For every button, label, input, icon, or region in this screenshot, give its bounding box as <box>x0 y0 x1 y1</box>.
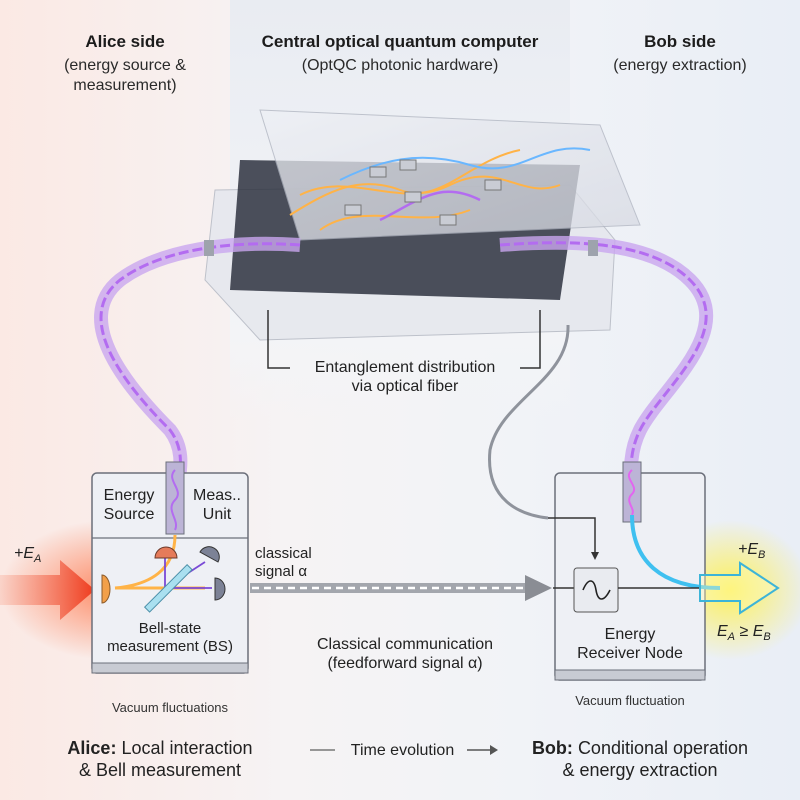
optical-quantum-chip <box>204 109 641 341</box>
classical-signal-line-1: classical <box>255 545 312 562</box>
bob-footer-line-1: Conditional operation <box>577 738 749 758</box>
bob-vacuum-label: Vacuum fluctuation <box>575 693 685 708</box>
entanglement-bracket <box>267 310 541 369</box>
bob-output-arrow <box>699 561 780 615</box>
center-header: Central optical quantum computer (OptQC … <box>230 32 570 76</box>
classical-signal-label: classical signal α <box>255 545 312 581</box>
alice-header: Alice side (energy source & measurement) <box>30 32 220 95</box>
bob-subtitle: (energy extraction) <box>613 57 747 75</box>
energy-inequality: EA ≥ EB <box>717 623 771 644</box>
alice-footer-line-1: Local interaction <box>121 738 253 758</box>
bob-header: Bob side (energy extraction) <box>580 32 780 76</box>
entanglement-line-2: via optical fiber <box>351 378 459 396</box>
optical-fiber-right <box>499 235 713 491</box>
entanglement-line-1: Entanglement distribution <box>314 359 496 376</box>
bob-title: Bob side <box>644 32 716 51</box>
alice-vacuum-label: Vacuum fluctuations <box>111 700 229 715</box>
receiver-line-2: Receiver Node <box>577 645 683 663</box>
alice-footer-line-2: & Bell measurement <box>78 759 242 780</box>
bob-footer-bold: Bob: <box>531 738 573 758</box>
bell-line-1: Bell-state <box>138 620 202 637</box>
energy-source-label: Energy Source <box>94 486 164 524</box>
entanglement-label: Entanglement distribution via optical fi… <box>290 358 520 396</box>
bob-footer: Bob: Conditional operation & energy extr… <box>500 738 780 781</box>
receiver-line-1: Energy <box>604 626 656 643</box>
bob-footer-line-2: & energy extraction <box>562 759 718 780</box>
center-subtitle: (OptQC photonic hardware) <box>301 57 499 75</box>
classical-communication-label: Classical communication (feedforward sig… <box>280 635 530 673</box>
meas-unit-line-2: Unit <box>202 506 232 524</box>
bell-measurement-label: Bell-state measurement (BS) <box>92 620 248 656</box>
alice-input-arrow <box>0 560 95 620</box>
energy-source-line-2: Source <box>103 506 155 524</box>
center-title: Central optical quantum computer <box>261 32 539 51</box>
alice-box <box>91 461 249 674</box>
alice-title: Alice side <box>85 32 165 51</box>
classical-signal-line-2: signal α <box>255 563 308 580</box>
alice-footer: Alice: Local interaction & Bell measurem… <box>40 738 280 781</box>
meas-unit-line-1: Meas.. <box>192 487 241 504</box>
classical-comm-line-2: (feedforward signal α) <box>327 655 483 673</box>
alice-subtitle: (energy source & measurement) <box>64 57 186 94</box>
energy-source-line-1: Energy <box>103 487 155 504</box>
alice-energy-label: +EA <box>14 545 42 566</box>
classical-comm-line-1: Classical communication <box>316 636 494 653</box>
alice-footer-bold: Alice: <box>67 738 117 758</box>
optical-fiber-left <box>94 236 301 486</box>
energy-receiver-label: Energy Receiver Node <box>555 625 705 663</box>
bell-line-2: measurement (BS) <box>107 638 233 655</box>
time-evolution-arrow <box>310 745 498 755</box>
time-evolution-label: Time evolution <box>350 742 455 759</box>
classical-signal-arrow <box>250 575 552 601</box>
classical-cable <box>488 324 570 520</box>
meas-unit-label: Meas.. Unit <box>186 486 248 524</box>
bob-energy-label: +EB <box>738 541 766 562</box>
